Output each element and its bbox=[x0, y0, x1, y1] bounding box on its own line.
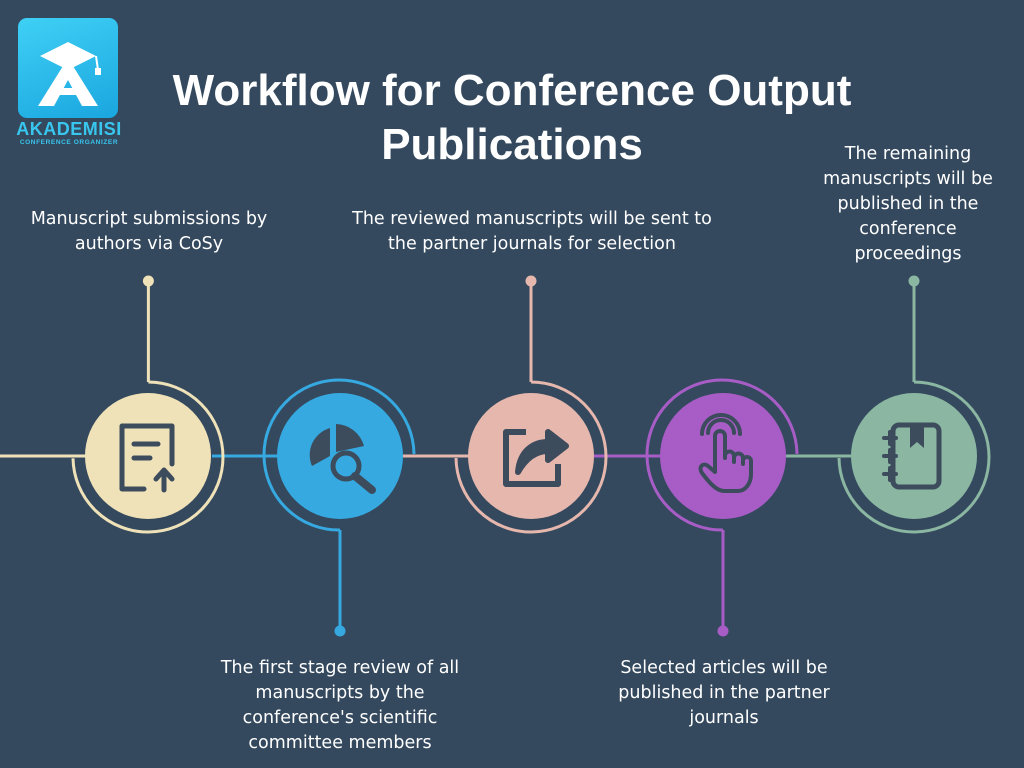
hand-pointer-icon bbox=[698, 413, 753, 493]
step-1-label: Manuscript submissions by authors via Co… bbox=[30, 209, 268, 254]
logo-name: AKADEMISI bbox=[16, 119, 122, 139]
logo-tagline: CONFERENCE ORGANIZER bbox=[19, 139, 119, 146]
document-upload-icon bbox=[119, 423, 175, 493]
step-2-label: The first stage review of all manuscript… bbox=[220, 658, 460, 753]
step-5-circle bbox=[851, 393, 977, 519]
step-5-dot bbox=[908, 275, 920, 287]
step-2-arc bbox=[262, 378, 416, 532]
chart-analysis-icon bbox=[309, 424, 376, 494]
step-1-dot bbox=[142, 275, 154, 287]
step-4-label: Selected articles will be published in t… bbox=[618, 658, 830, 728]
step-3-label: The reviewed manuscripts will be sent to… bbox=[352, 209, 712, 254]
step-4-dot bbox=[717, 625, 729, 637]
page-title: Workflow for Conference Output Publicati… bbox=[172, 66, 852, 169]
akademisi-logo bbox=[18, 18, 118, 118]
step-3-arc bbox=[454, 380, 608, 534]
notebook-icon bbox=[882, 422, 942, 490]
graduation-cap-icon bbox=[38, 42, 101, 106]
step-4-arc bbox=[645, 378, 799, 532]
step-1-arc bbox=[71, 380, 225, 534]
step-5-label: The remaining manuscripts will be publis… bbox=[823, 144, 993, 264]
step-2-dot bbox=[334, 625, 346, 637]
step-3-dot bbox=[525, 275, 537, 287]
step-5-arc bbox=[837, 380, 991, 534]
share-icon bbox=[503, 429, 569, 487]
